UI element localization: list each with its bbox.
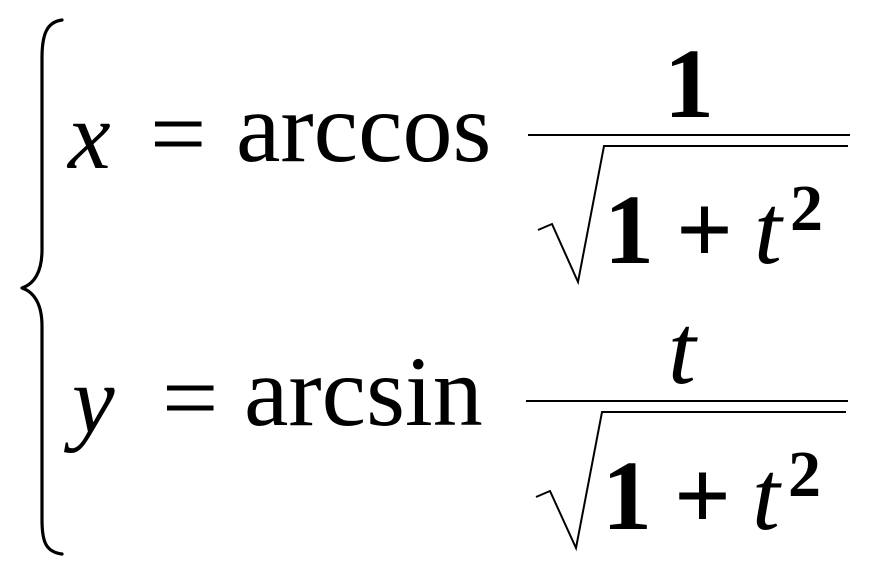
row2-denominator-one: 1 [602, 440, 652, 551]
row1-function: arccos [236, 72, 492, 183]
row2-numerator: t [668, 294, 696, 405]
row2-function: arcsin [244, 336, 483, 447]
row2-denominator-exponent: 2 [788, 438, 821, 511]
row1-denominator-variable: t [754, 174, 782, 285]
row2-fraction-bar [526, 400, 848, 402]
row1-denominator-plus: + [676, 174, 733, 285]
row1-fraction-bar [528, 134, 850, 136]
row1-denominator-exponent: 2 [790, 172, 823, 245]
row1-denominator-one: 1 [604, 174, 654, 285]
row2-lhs-variable: y [72, 346, 115, 453]
row1-equals: = [150, 78, 207, 189]
radical-sign-row2 [535, 411, 846, 552]
radical-sign-row1 [537, 145, 848, 286]
row2-denominator-plus: + [674, 440, 731, 551]
row2-denominator-variable: t [752, 440, 780, 551]
row2-equals: = [162, 342, 219, 453]
row1-lhs-variable: x [68, 82, 111, 189]
row1-numerator: 1 [664, 28, 714, 139]
